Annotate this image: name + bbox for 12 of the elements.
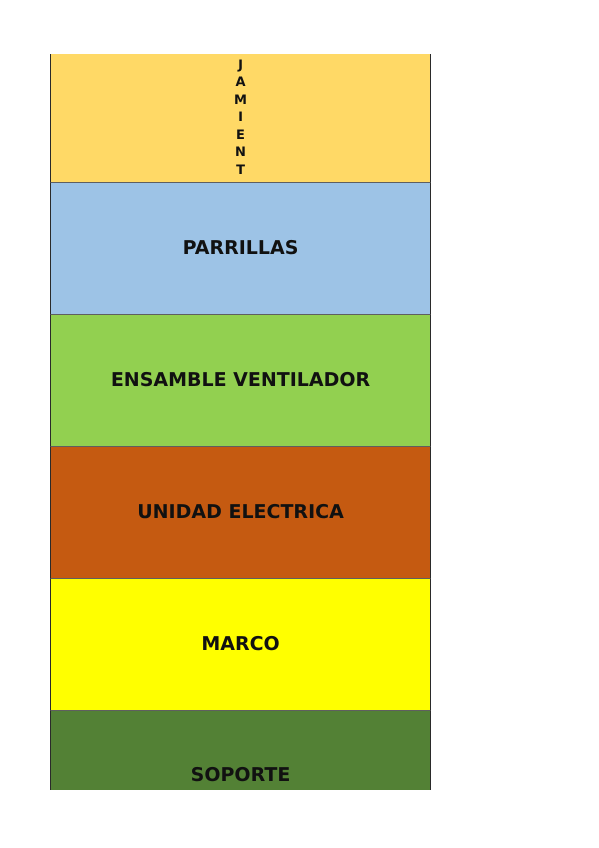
band-label: ENSAMBLE VENTILADOR — [110, 370, 370, 392]
color-band — [50, 182, 431, 314]
color-band — [50, 710, 431, 790]
band-label: PARRILLAS — [182, 238, 298, 260]
band-label: JAMIENT — [234, 56, 247, 180]
color-band — [50, 446, 431, 578]
color-band — [50, 578, 431, 710]
band-label: MARCO — [201, 634, 280, 656]
color-band — [50, 314, 431, 446]
band-label: UNIDAD ELECTRICA — [137, 502, 344, 524]
color-band — [50, 54, 431, 182]
band-label: SOPORTE — [190, 765, 290, 787]
